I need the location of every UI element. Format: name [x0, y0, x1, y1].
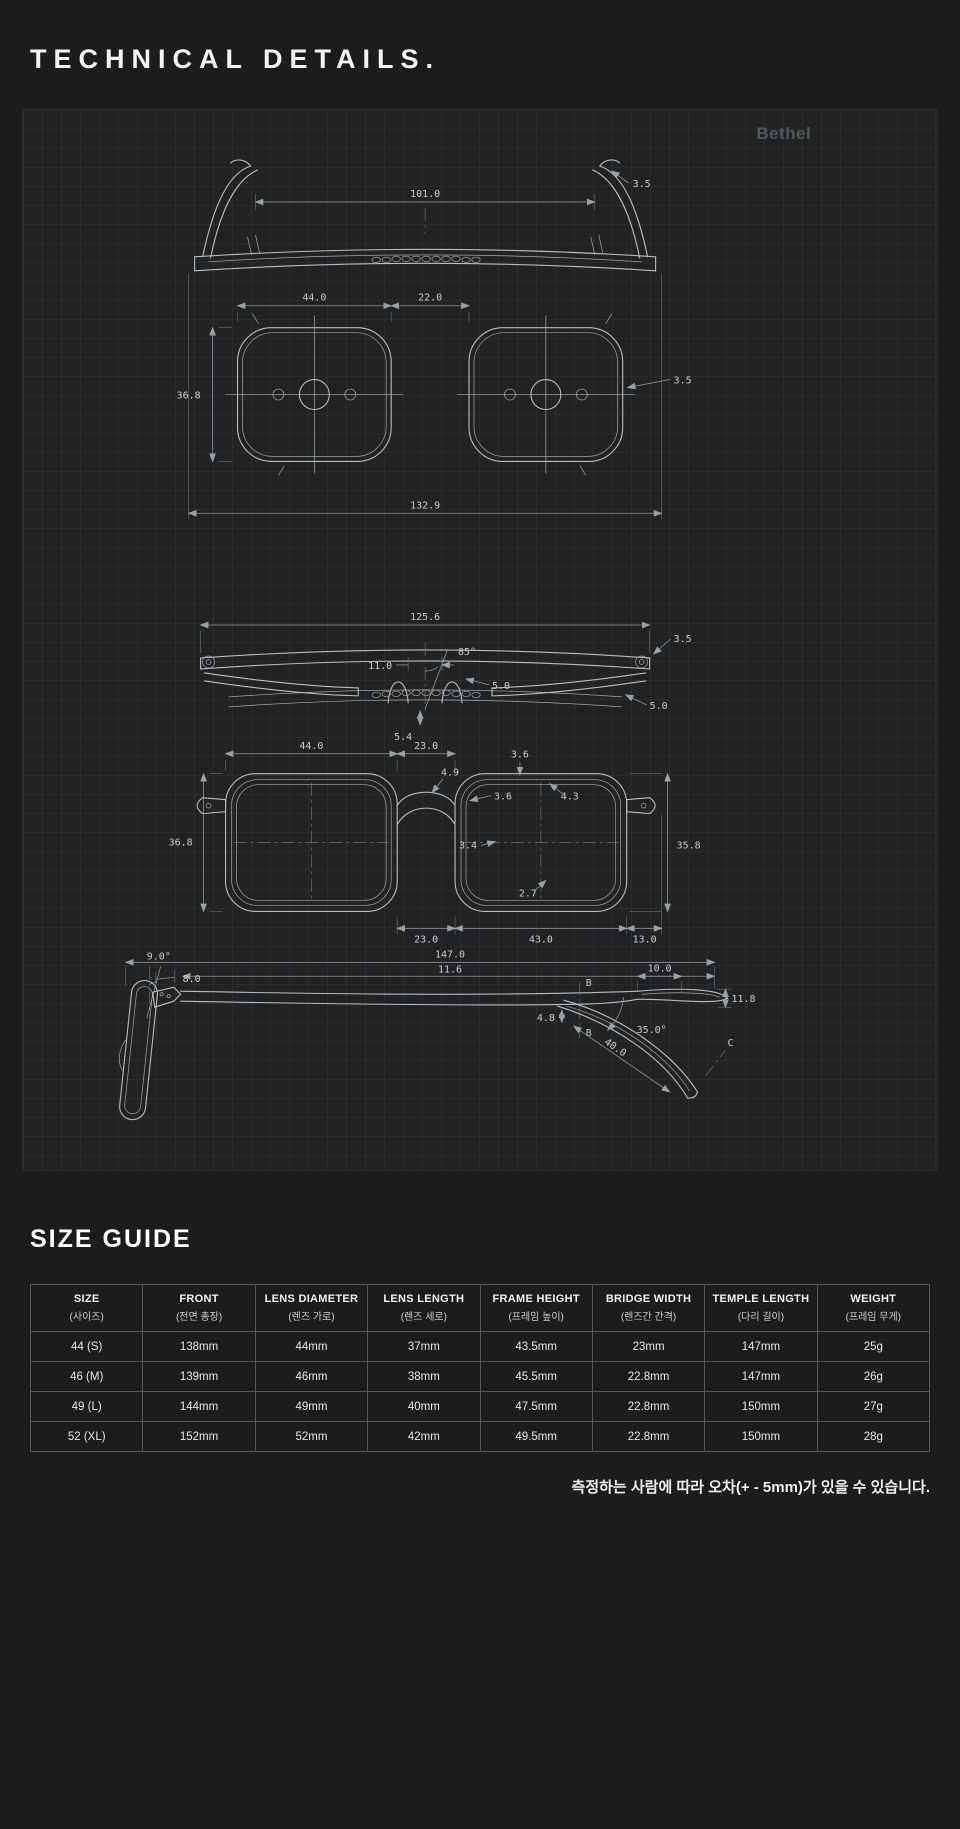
dim-frame-width: 125.6	[410, 612, 440, 623]
front-view-drawing: 44.0 23.0 3.6 4.9 3.6	[169, 741, 701, 946]
dim-rim-bottom: 2.7	[519, 888, 537, 899]
dim-frame-height: 35.8	[677, 841, 701, 852]
size-table-cell: 52 (XL)	[29, 1421, 144, 1452]
dim-bridge-width-top: 22.0	[418, 293, 442, 304]
size-table-cell: 46 (M)	[29, 1361, 144, 1392]
size-table-cell: 22.8mm	[591, 1361, 706, 1392]
dim-front-lens-width: 44.0	[299, 741, 323, 752]
tolerance-footnote: 측정하는 사람에 따라 오차(+ - 5mm)가 있을 수 있습니다.	[571, 1479, 930, 1496]
size-table-cell: 25g	[816, 1331, 931, 1362]
dim-hinge-width: 8.0	[183, 974, 201, 985]
size-table-header-cell: BRIDGE WIDTH(렌즈간 간격)	[591, 1284, 706, 1332]
size-table-cell: 22.8mm	[591, 1421, 706, 1452]
size-table-cell: 49.5mm	[479, 1421, 593, 1452]
size-table-cell: 52mm	[254, 1421, 369, 1452]
size-table-header-cell: LENS DIAMETER(렌즈 가로)	[254, 1284, 369, 1332]
size-table-cell: 150mm	[704, 1421, 818, 1452]
chain-engraving	[371, 255, 481, 263]
dim-inner-width: 101.0	[410, 189, 440, 200]
size-table-cell: 152mm	[142, 1421, 256, 1452]
dim-bend-drop: 4.8	[537, 1013, 555, 1024]
size-table-cell: 42mm	[367, 1421, 481, 1452]
dim-lens-bottom: 43.0	[529, 934, 553, 945]
dim-total-width: 132.9	[410, 500, 440, 511]
size-table-cell: 37mm	[367, 1331, 481, 1362]
size-table-cell: 46mm	[254, 1361, 369, 1392]
blueprint-panel: Bethel	[22, 109, 938, 1171]
size-table-cell: 26g	[816, 1361, 931, 1392]
dim-tip-length: 40.0	[602, 1037, 628, 1060]
dim-front-depth: 11.6	[438, 964, 462, 975]
dim-end-depth: 5.0	[650, 701, 668, 712]
dim-bridge-side: 3.4	[459, 841, 477, 852]
brand-watermark: Bethel	[756, 124, 811, 143]
size-table-cell: 144mm	[142, 1391, 256, 1422]
dim-rim-inner: 3.6	[494, 792, 512, 803]
size-table-cell: 150mm	[704, 1391, 818, 1422]
dim-folded-edge-thickness: 3.5	[674, 634, 692, 645]
size-table-cell: 49mm	[254, 1391, 369, 1422]
dim-bridge-bottom: 23.0	[414, 934, 438, 945]
size-table-header-cell: WEIGHT(프레임 무게)	[816, 1284, 931, 1332]
dim-endpiece-width: 13.0	[633, 934, 657, 945]
size-table-header-cell: TEMPLE LENGTH(다리 길이)	[704, 1284, 818, 1332]
top-view-drawing: 101.0 3.5	[194, 159, 657, 272]
size-table-cell: 138mm	[142, 1331, 256, 1362]
chain-engraving-folded	[371, 689, 481, 698]
size-guide-heading: SIZE GUIDE	[30, 1225, 192, 1253]
section-label-c: C	[727, 1038, 733, 1049]
dim-front-bridge-top: 23.0	[414, 741, 438, 752]
size-table-header-cell: LENS LENGTH(렌즈 세로)	[367, 1284, 481, 1332]
dim-rim-depth: 5.4	[394, 732, 412, 743]
side-front-rim	[119, 980, 159, 1121]
dim-lens-width-top: 44.0	[302, 293, 326, 304]
dim-rim-top: 3.6	[511, 750, 529, 761]
dim-temple-length: 147.0	[435, 949, 465, 960]
size-table-cell: 23mm	[591, 1331, 706, 1362]
dim-pad-angle: 85°	[458, 647, 476, 658]
size-table-cell: 147mm	[704, 1331, 818, 1362]
size-table-cell: 43.5mm	[479, 1331, 593, 1362]
side-view-drawing: 147.0 11.6 9.0° 8.0	[119, 949, 755, 1121]
size-table-header-cell: FRONT(전면 총장)	[142, 1284, 256, 1332]
size-table-header-cell: SIZE(사이즈)	[29, 1284, 144, 1332]
size-table-cell: 28g	[816, 1421, 931, 1452]
dim-pad-depth: 5.0	[492, 681, 510, 692]
section-label-b-top: B	[586, 978, 592, 989]
size-table-cell: 38mm	[367, 1361, 481, 1392]
dim-tip-height: 11.8	[731, 994, 755, 1005]
dim-corner-thickness: 4.3	[561, 792, 579, 803]
dim-bridge-height: 4.9	[441, 768, 459, 779]
glasses-blueprint-drawing: Bethel	[119, 124, 811, 1121]
size-table-cell: 139mm	[142, 1361, 256, 1392]
size-guide-table: SIZE(사이즈)FRONT(전면 총장)LENS DIAMETER(렌즈 가로…	[29, 1284, 931, 1452]
size-table-cell: 45.5mm	[479, 1361, 593, 1392]
dim-temple-tip-thickness: 3.5	[633, 179, 651, 190]
size-table-cell: 40mm	[367, 1391, 481, 1422]
dim-tip-width: 10.0	[648, 963, 672, 974]
dim-pantoscopic-angle: 9.0°	[147, 951, 171, 962]
lens-top-view-drawing: 44.0 22.0 36.8 3.5 132.9	[177, 273, 692, 520]
size-table-cell: 147mm	[704, 1361, 818, 1392]
dim-edge-thickness-top: 3.5	[674, 376, 692, 387]
size-table-cell: 22.8mm	[591, 1391, 706, 1422]
dim-bend-angle: 35.0°	[637, 1025, 667, 1036]
size-table-head-row: SIZE(사이즈)FRONT(전면 총장)LENS DIAMETER(렌즈 가로…	[29, 1284, 931, 1332]
dim-front-lens-height: 36.8	[169, 838, 193, 849]
size-table-cell: 44 (S)	[29, 1331, 144, 1362]
dim-pad-width: 11.0	[368, 661, 392, 672]
size-table-cell: 49 (L)	[29, 1391, 144, 1422]
size-table-cell: 27g	[816, 1391, 931, 1422]
size-table-cell: 47.5mm	[479, 1391, 593, 1422]
size-table-cell: 44mm	[254, 1331, 369, 1362]
page-title: TECHNICAL DETAILS.	[30, 44, 441, 74]
technical-details-page: TECHNICAL DETAILS. Bethel	[0, 44, 960, 1497]
folded-view-drawing: 125.6	[199, 612, 692, 743]
size-table-header-cell: FRAME HEIGHT(프레임 높이)	[479, 1284, 593, 1332]
